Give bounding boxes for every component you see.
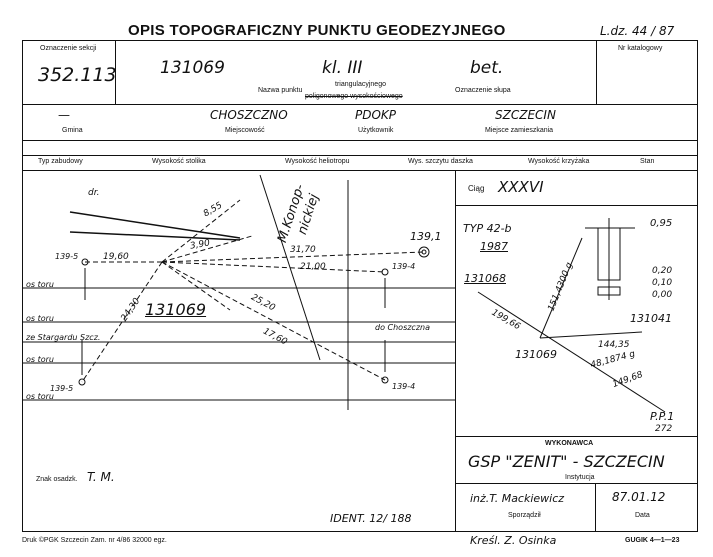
- wys-stolika-label: Wysokość stolika: [152, 158, 206, 165]
- triangulacyjnego-label: triangulacyjnego: [335, 81, 386, 88]
- catalog-divider-line: [596, 40, 597, 104]
- dim-010: 0,10: [652, 278, 673, 288]
- stan-label: Stan: [640, 158, 655, 165]
- gmina-label: Gmina: [62, 127, 83, 134]
- dist-3170: 31,70: [290, 245, 316, 255]
- znak-value: T. M.: [87, 470, 115, 484]
- page-title: OPIS TOPOGRAFICZNY PUNKTU GEODEZYJNEGO: [128, 22, 506, 39]
- dr-label: dr.: [88, 188, 100, 198]
- oznaczenie-sekcji-label: Oznaczenie sekcji: [40, 45, 97, 52]
- ldz-number: L.dz. 44 / 87: [600, 24, 675, 38]
- typ-label: TYP 42-b: [463, 222, 512, 235]
- pt-1391: 139,1: [410, 230, 442, 243]
- uzytkownik-value: PDOKP: [355, 108, 397, 122]
- oznaczenie-slupa-value: bet.: [470, 58, 504, 78]
- nazwa-punktu-value: 131069: [160, 58, 225, 78]
- znak-label: Znak osadzk.: [36, 476, 78, 483]
- os-toru-2: os toru: [26, 314, 54, 323]
- os-toru-4: os toru: [26, 392, 54, 401]
- nazwa-punktu-label: Nazwa punktu: [258, 87, 303, 94]
- ciag-bottom-line: [455, 205, 698, 206]
- wys-krzyzaka-label: Wysokość krzyżaka: [528, 158, 590, 165]
- os-toru-1: os toru: [26, 280, 54, 289]
- sporzadzil-label: Sporządził: [508, 512, 541, 519]
- oznaczenie-sekcji-value: 352.113: [38, 64, 117, 86]
- dist-1960: 19,60: [103, 252, 129, 262]
- pt-1395-bottom: 139-5: [50, 384, 74, 393]
- nr-katalogowy-label: Nr katalogowy: [618, 45, 663, 52]
- miejscowosc-value: CHOSZCZNO: [210, 108, 288, 122]
- pt-1394-top: 139-4: [392, 262, 416, 271]
- pt-1395-top: 139-5: [55, 252, 79, 261]
- point-number-label: 131069: [145, 300, 207, 319]
- wys-szczytu-label: Wys. szczytu daszka: [408, 158, 473, 165]
- miejsce-label: Miejsce zamieszkania: [485, 127, 554, 134]
- pp-bottom: 272: [655, 424, 673, 434]
- outer-frame: [22, 40, 698, 532]
- section-divider-line: [115, 40, 116, 104]
- row1-bottom-line: [22, 104, 698, 105]
- gugik-label: GUGIK 4—1—23: [625, 537, 680, 544]
- row3-bottom-line: [22, 170, 698, 171]
- wykonawca-top-line: [455, 436, 698, 437]
- ciag-label: Ciąg: [468, 184, 485, 193]
- pp-top: P.P.1: [650, 410, 675, 423]
- row3-divider-line: [22, 155, 698, 156]
- instytucja-label: Instytucja: [565, 474, 595, 481]
- druk-label: Druk ©PGK Szczecin Zam. nr 4/86 32000 eg…: [22, 537, 167, 544]
- klasa-value: kl. III: [322, 58, 363, 78]
- dim-095: 0,95: [650, 218, 673, 229]
- data-value: 87.01.12: [612, 490, 666, 504]
- uzytkownik-label: Użytkownik: [358, 127, 394, 134]
- dim-000: 0,00: [652, 290, 673, 300]
- pt-131041: 131041: [630, 312, 672, 325]
- poligonowego-label: poligonowego wysokościowego: [305, 93, 403, 100]
- dist-14435: 144,35: [598, 340, 630, 350]
- gmina-value: —: [58, 108, 70, 122]
- ciag-value: XXXVI: [498, 178, 544, 196]
- instytucja-value: GSP "ZENIT" - SZCZECIN: [468, 452, 665, 471]
- pt-1394-bottom: 139-4: [392, 382, 416, 391]
- wys-heliotropu-label: Wysokość heliotropu: [285, 158, 350, 165]
- row2-bottom-line: [22, 140, 698, 141]
- pt-131068: 131068: [464, 272, 506, 285]
- miejsce-value: SZCZECIN: [495, 108, 556, 122]
- os-toru-3: os toru: [26, 355, 54, 364]
- data-divider-line: [595, 483, 596, 532]
- pt-131069-right: 131069: [515, 348, 557, 361]
- do-choszczna-label: do Choszczna: [375, 323, 431, 332]
- typ-zabudowy-label: Typ zabudowy: [38, 158, 83, 165]
- sporzadzil-value: inż.T. Mackiewicz: [470, 492, 565, 505]
- oznaczenie-slupa-label: Oznaczenie słupa: [455, 87, 511, 94]
- miejscowosc-label: Miejscowość: [225, 127, 265, 134]
- wykonawca-label: WYKONAWCA: [545, 440, 594, 447]
- dim-020: 0,20: [652, 266, 673, 276]
- ze-stargardu-label: ze Stargardu Szcz.: [26, 333, 101, 342]
- ident-label: IDENT. 12/ 188: [330, 512, 412, 525]
- right-panel-divider: [455, 170, 456, 532]
- year-label: 1987: [480, 240, 508, 253]
- instytucja-bottom-line: [455, 483, 698, 484]
- dist-2100: 21,00: [300, 262, 326, 272]
- data-label: Data: [635, 512, 650, 519]
- kresl-label: Kreśl. Z. Osinka: [470, 534, 557, 547]
